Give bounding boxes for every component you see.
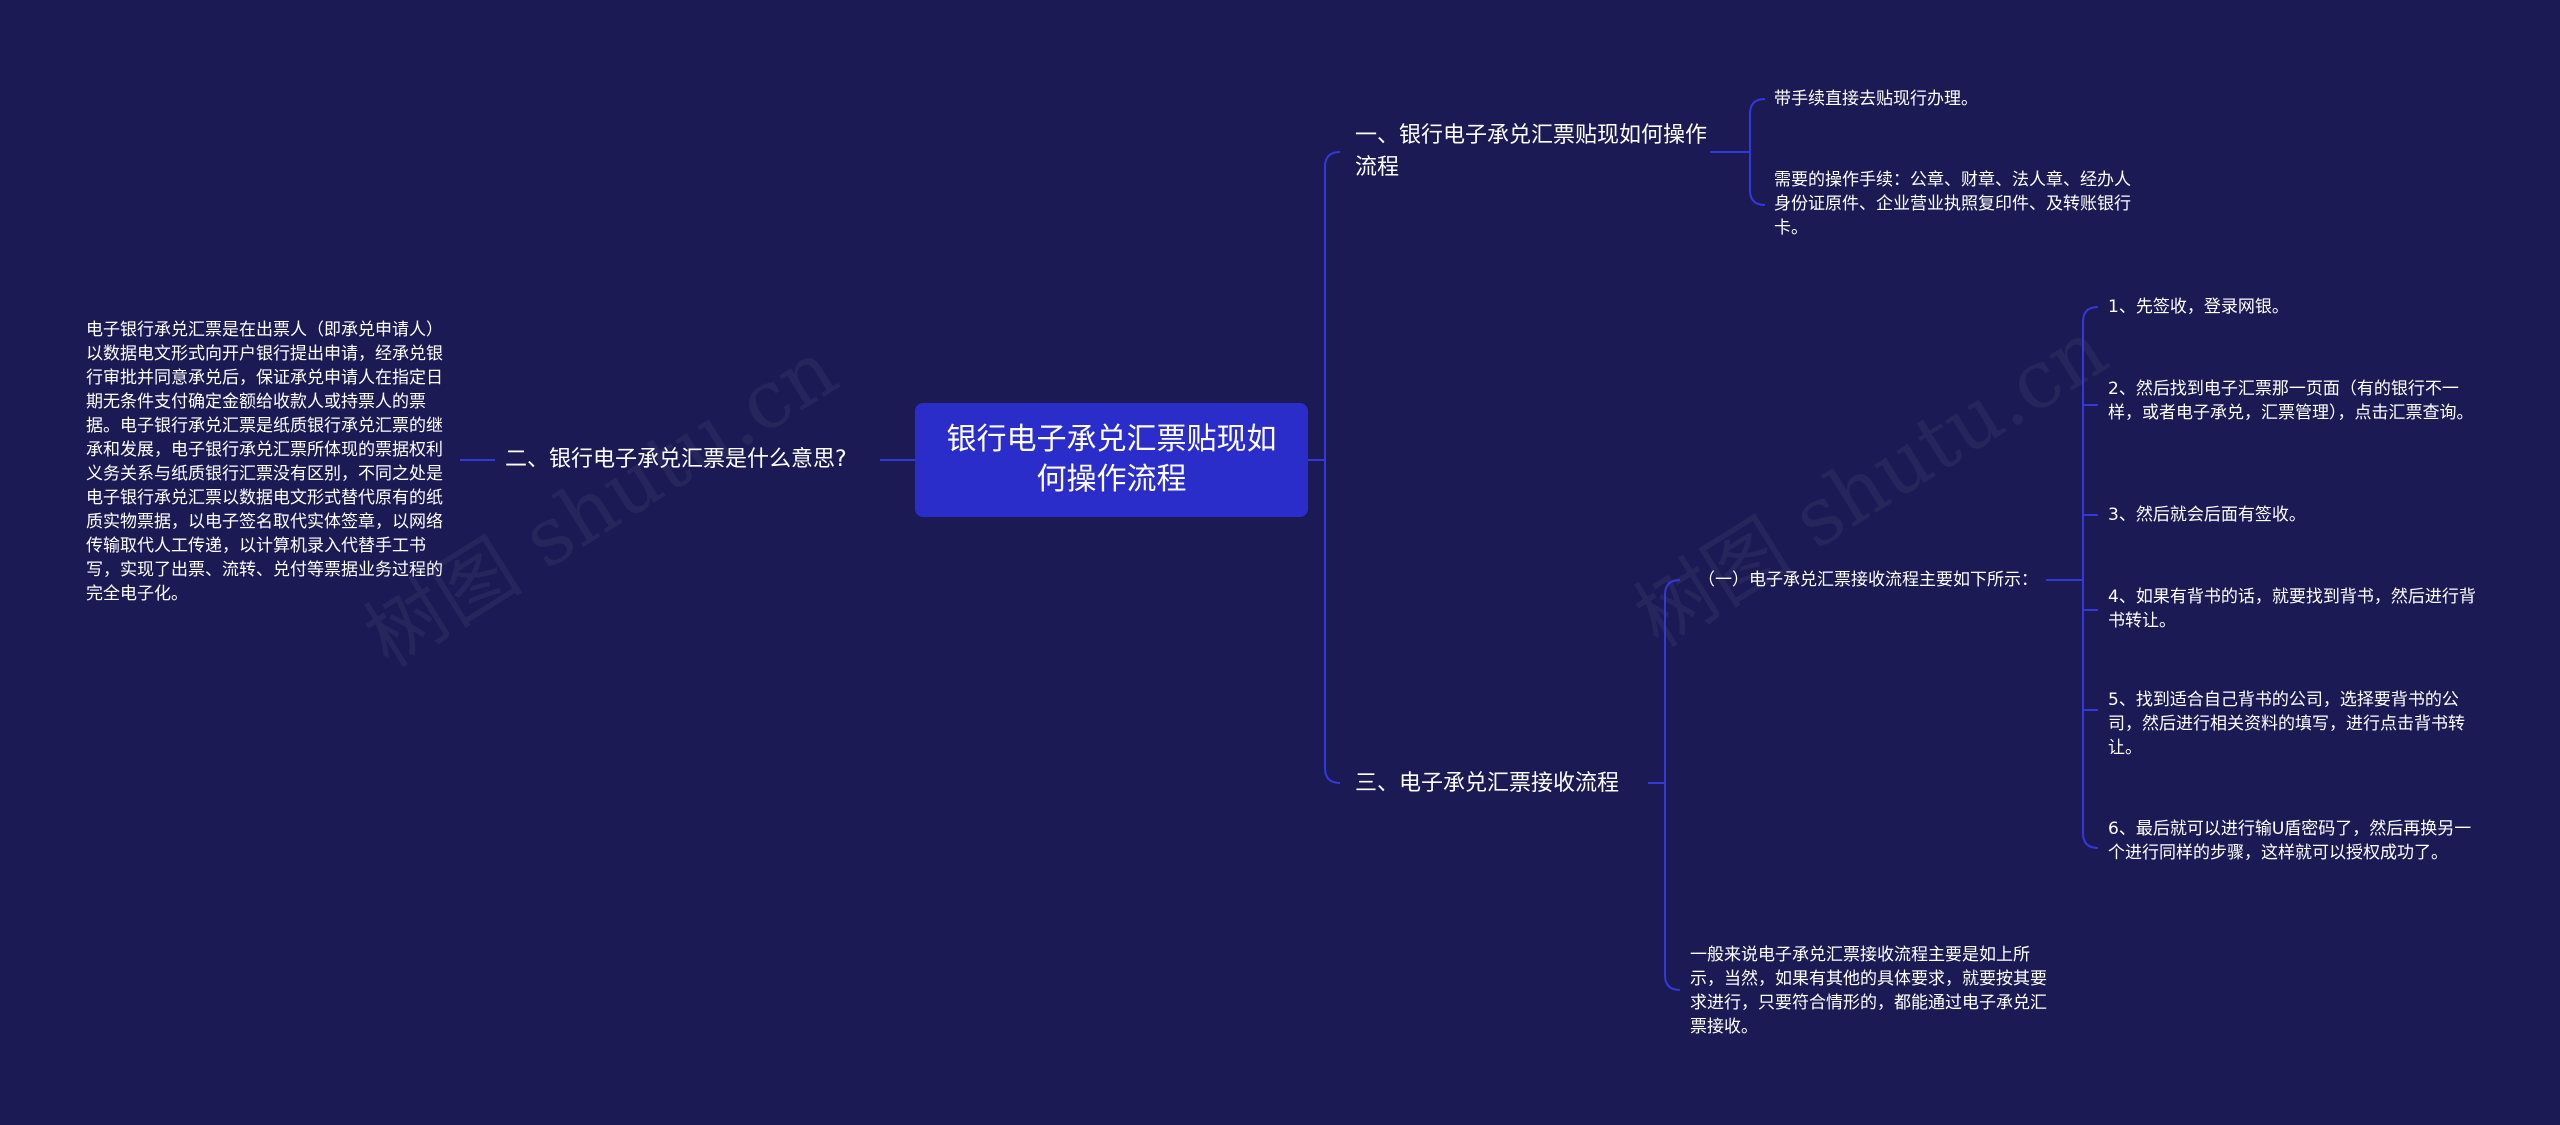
- branch-receive-process[interactable]: 三、电子承兑汇票接收流程: [1355, 771, 1620, 796]
- branch-what-is-detail[interactable]: 电子银行承兑汇票是在出票人（即承兑申请人）以数据电文形式向开户银行提出申请，经承…: [86, 320, 443, 604]
- branch1-child-1[interactable]: 带手续直接去贴现行办理。: [1774, 89, 1978, 109]
- edge-right-spine: [1324, 151, 1341, 784]
- edge-branch3-fan: [1664, 579, 1681, 991]
- step-5[interactable]: 5、找到适合自己背书的公司，选择要背书的公司，然后进行相关资料的填写，进行点击背…: [2108, 690, 2465, 758]
- branch-discount-process[interactable]: 一、银行电子承兑汇票贴现如何操作流程: [1355, 123, 1708, 180]
- edge-sub-fan: [2082, 306, 2099, 849]
- step-6[interactable]: 6、最后就可以进行输U盾密码了，然后再换另一个进行同样的步骤，这样就可以授权成功…: [2108, 819, 2472, 863]
- step-1[interactable]: 1、先签收，登录网银。: [2108, 297, 2289, 317]
- branch-what-is[interactable]: 二、银行电子承兑汇票是什么意思?: [505, 447, 847, 472]
- step-2[interactable]: 2、然后找到电子汇票那一页面（有的银行不一样，或者电子承兑，汇票管理），点击汇票…: [2108, 379, 2474, 423]
- step-4[interactable]: 4、如果有背书的话，就要找到背书，然后进行背书转让。: [2108, 587, 2476, 631]
- branch3-note[interactable]: 一般来说电子承兑汇票接收流程主要是如上所示，当然，如果有其他的具体要求，就要按其…: [1690, 945, 2047, 1037]
- branch1-child-2[interactable]: 需要的操作手续：公章、财章、法人章、经办人身份证原件、企业营业执照复印件、及转账…: [1774, 170, 2131, 238]
- branch3-sub[interactable]: （一）电子承兑汇票接收流程主要如下所示：: [1698, 570, 2038, 590]
- step-3[interactable]: 3、然后就会后面有签收。: [2108, 505, 2306, 525]
- edge-branch1-fan: [1749, 98, 1766, 206]
- root-node[interactable]: 银行电子承兑汇票贴现如何操作流程: [915, 403, 1308, 517]
